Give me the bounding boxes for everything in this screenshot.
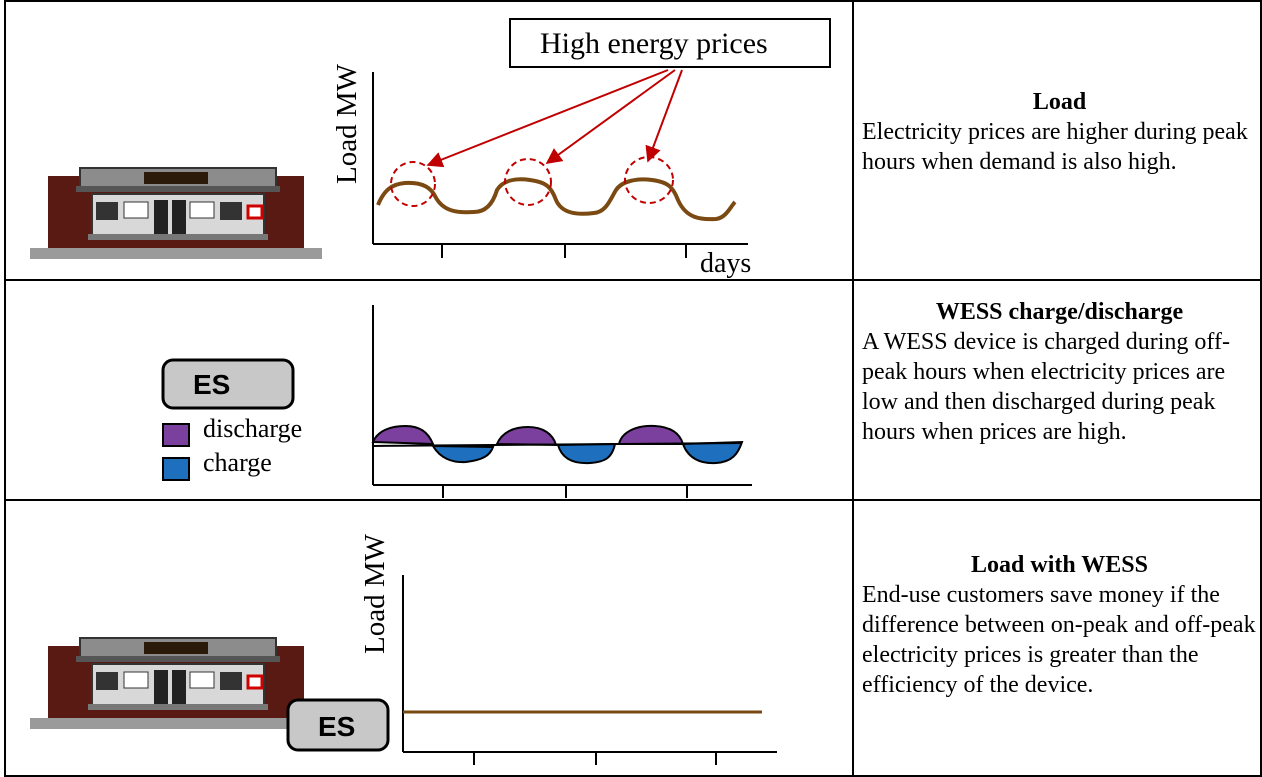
row-description-load: Load Electricity prices are higher durin… bbox=[862, 87, 1257, 177]
legend-swatch-discharge bbox=[162, 423, 190, 447]
store-building-icon bbox=[28, 636, 324, 731]
legend-swatch-charge bbox=[162, 457, 190, 481]
row-text: A WESS device is charged during off-peak… bbox=[862, 329, 1230, 445]
legend: discharge charge bbox=[162, 414, 302, 481]
energy-storage-icon: ES bbox=[286, 698, 390, 752]
discharge-area bbox=[495, 425, 558, 447]
peak-highlight bbox=[504, 158, 552, 206]
callout-arrow bbox=[545, 69, 676, 164]
charge-area bbox=[681, 440, 744, 465]
discharge-area bbox=[371, 424, 435, 446]
row-text: End-use customers save money if the diff… bbox=[862, 582, 1256, 698]
energy-storage-icon: ES bbox=[161, 358, 295, 410]
device-label: ES bbox=[193, 369, 230, 400]
row-description-load-with-wess: Load with WESS End-use customers save mo… bbox=[862, 550, 1257, 700]
callout-arrow bbox=[426, 69, 669, 168]
callout-label: High energy prices bbox=[540, 27, 768, 60]
row-description-wess: WESS charge/discharge A WESS device is c… bbox=[862, 297, 1257, 447]
y-axis-label: Load MW bbox=[359, 533, 391, 654]
y-axis-label: Load MW bbox=[331, 63, 363, 184]
load-with-wess-chart: Load MW bbox=[359, 533, 777, 765]
charge-area bbox=[431, 444, 495, 464]
device-label: ES bbox=[318, 711, 355, 742]
load-chart: Load MW days High energy prices bbox=[331, 18, 831, 279]
callout-box bbox=[509, 18, 831, 68]
legend-label-discharge: discharge bbox=[203, 414, 302, 443]
store-building-icon bbox=[28, 166, 324, 261]
table-grid bbox=[4, 0, 1262, 777]
row-title: Load with WESS bbox=[971, 552, 1148, 578]
legend-label-charge: charge bbox=[203, 448, 272, 477]
wess-chart bbox=[371, 305, 752, 498]
row-text: Electricity prices are higher during pea… bbox=[862, 119, 1248, 175]
charge-area bbox=[556, 442, 617, 465]
discharge-area bbox=[617, 424, 685, 445]
zero-line bbox=[372, 442, 743, 447]
load-curve bbox=[376, 177, 737, 222]
callout-arrow bbox=[645, 69, 683, 163]
row-title: Load bbox=[1032, 89, 1087, 115]
row-title: WESS charge/discharge bbox=[935, 299, 1184, 325]
peak-highlight bbox=[390, 161, 436, 207]
x-axis-label: days bbox=[700, 248, 751, 279]
